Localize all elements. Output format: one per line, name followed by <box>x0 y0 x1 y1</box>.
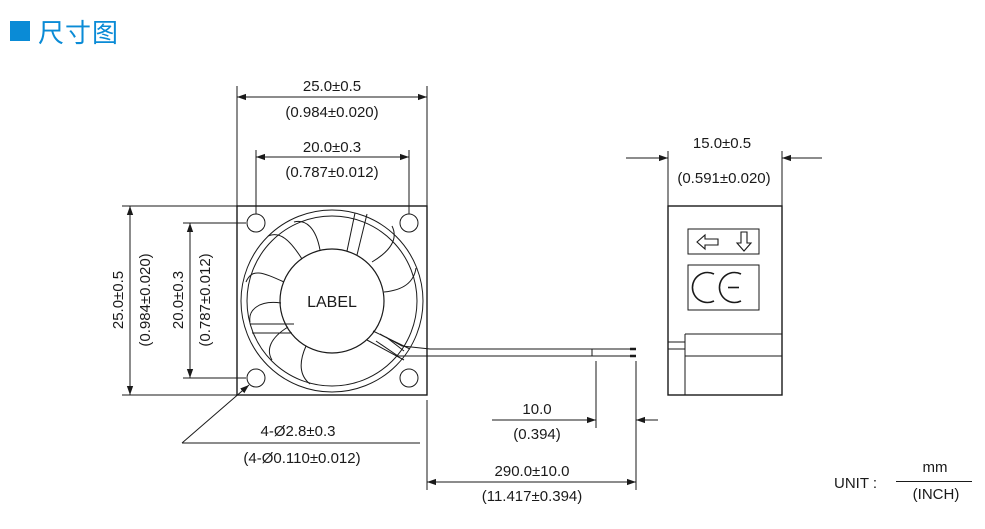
lead-wires <box>375 333 632 357</box>
hole-width-in: (0.787±0.012) <box>285 164 378 181</box>
ce-box <box>687 264 760 311</box>
lead-in: (11.417±0.394) <box>482 488 583 505</box>
overall-width-in: (0.984±0.020) <box>285 104 378 121</box>
strip-in: (0.394) <box>513 426 561 443</box>
unit-denominator: (INCH) <box>912 486 960 503</box>
rotation-arrow-down-icon <box>735 231 753 252</box>
title-text: 尺寸图 <box>38 18 120 49</box>
overall-width-mm: 25.0±0.5 <box>303 78 361 95</box>
mounting-hole-tl <box>246 213 266 233</box>
mounting-hole-bl <box>246 368 266 388</box>
unit-fraction-bar <box>896 481 972 482</box>
airflow-arrow-left-icon <box>696 233 719 251</box>
fan-side-view <box>667 205 783 396</box>
unit-numerator: mm <box>922 459 948 476</box>
overall-height-mm: 25.0±0.5 <box>110 271 127 329</box>
overall-height-in: (0.984±0.020) <box>137 253 154 346</box>
fan-frame <box>236 205 428 396</box>
hub-label: LABEL <box>307 294 357 311</box>
hole-height-in: (0.787±0.012) <box>197 253 214 346</box>
fan-blades <box>245 220 417 385</box>
mounting-hole-br <box>399 368 419 388</box>
airflow-box <box>687 228 760 255</box>
venturi-inner <box>246 215 418 387</box>
unit-legend: UNIT : mm (INCH) <box>826 456 976 516</box>
side-frame <box>667 205 783 396</box>
holes-mm: 4-Ø2.8±0.3 <box>261 423 336 440</box>
depth-in: (0.591±0.020) <box>677 170 770 187</box>
unit-label: UNIT : <box>834 475 878 492</box>
title-square-icon <box>10 21 30 41</box>
hub <box>279 248 385 354</box>
page-title: 尺寸图 <box>10 14 120 49</box>
hole-width-mm: 20.0±0.3 <box>303 139 361 156</box>
ce-mark-icon <box>691 271 742 304</box>
mounting-hole-tr <box>399 213 419 233</box>
fan-front-view <box>236 205 636 396</box>
strip-mm: 10.0 <box>522 401 551 418</box>
lead-mm: 290.0±10.0 <box>495 463 570 480</box>
hole-height-mm: 20.0±0.3 <box>170 271 187 329</box>
venturi-outer <box>240 209 424 393</box>
holes-in: (4-Ø0.110±0.012) <box>243 450 360 467</box>
depth-mm: 15.0±0.5 <box>693 135 751 152</box>
hole-leader <box>181 384 250 444</box>
